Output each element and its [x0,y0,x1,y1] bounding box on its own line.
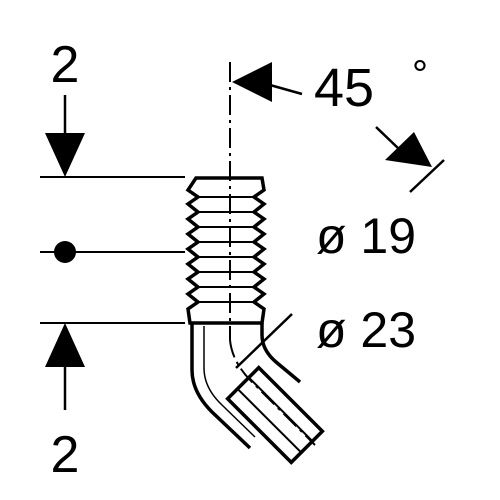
bend-outer-wall [190,323,252,450]
angle-leader-top [269,83,303,96]
bend-center-axis [229,339,316,446]
outer-diameter-leader [235,313,293,369]
pipe-bend [185,176,325,465]
outlet-flange [225,365,325,465]
angle-extension-line [409,159,445,193]
center-reference [40,241,185,263]
angle-value: 45 [314,58,374,118]
outer-diameter-label: ø 23 [316,302,416,358]
bottom-offset-dimension: 2 [40,322,185,484]
angle-arrow-diagonal [385,132,432,167]
inner-diameter-label: ø 19 [316,208,416,264]
degree-symbol: ° [412,53,428,97]
rib-grooves [198,196,254,303]
bottom-offset-label: 2 [51,426,80,484]
bottom-arrow-up [45,323,85,367]
angle-leader-diagonal [375,126,401,151]
angle-dimension: 45 ° [232,53,445,193]
angle-arrow-left [232,62,272,102]
top-arrow-down [45,133,85,177]
bend-wall-thickness [203,326,256,438]
center-point-dot [54,241,76,263]
top-offset-dimension: 2 [40,36,185,178]
top-offset-label: 2 [51,36,80,94]
bend-inner-wall [260,323,302,384]
